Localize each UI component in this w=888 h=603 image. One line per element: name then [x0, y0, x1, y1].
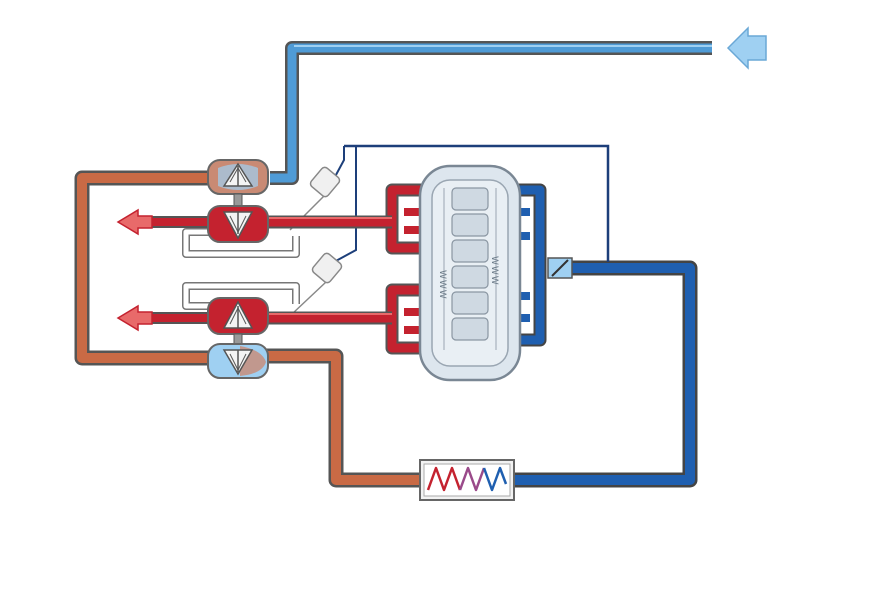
intercooler — [419, 459, 515, 501]
upper-turbocharger — [207, 159, 269, 243]
upper-turbine-wheel-icon — [222, 211, 254, 240]
lower-exhaust-manifold — [262, 283, 430, 355]
lower-bypass-tube — [182, 282, 300, 310]
lower-exhaust-arrow-icon — [116, 304, 153, 332]
upper-exhaust-outlet — [116, 208, 212, 236]
air-inlet-arrow-icon — [726, 26, 767, 70]
lower-compressor-wheel-icon — [222, 349, 254, 376]
upper-compressor-wheel-icon — [222, 162, 254, 187]
cooled-air-pipe — [512, 183, 698, 488]
throttle-valve-icon — [547, 257, 573, 279]
lower-turbocharger — [207, 297, 269, 379]
heat-exchanger-coil-icon — [426, 466, 508, 492]
engine-block: WWW WWW — [418, 164, 522, 382]
engine-bank-label-left: WWW — [437, 270, 447, 300]
fresh-air-pipe — [270, 41, 712, 185]
lower-exhaust-outlet — [116, 304, 212, 332]
engine-bank-label-right: WWW — [489, 256, 499, 286]
cylinder-bank — [451, 187, 489, 341]
lower-turbine-wheel-icon — [222, 300, 254, 329]
charge-air-pipe — [74, 170, 424, 488]
lower-wastegate-actuator-icon — [291, 252, 343, 315]
upper-exhaust-arrow-icon — [116, 208, 153, 236]
upper-bypass-tube — [182, 228, 300, 258]
upper-exhaust-manifold — [262, 183, 430, 255]
